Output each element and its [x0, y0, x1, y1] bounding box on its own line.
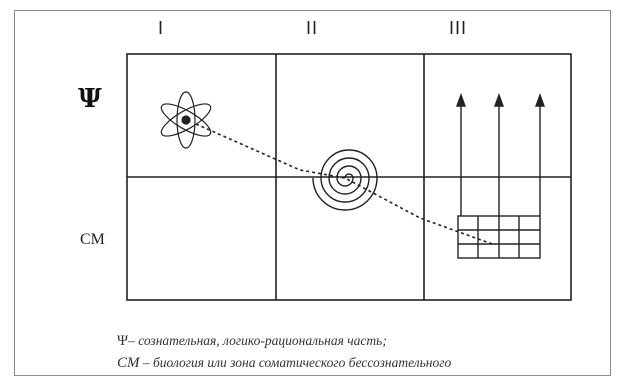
- upward-arrows: [457, 95, 544, 216]
- arrow-left-head: [457, 95, 465, 106]
- legend-cm-symbol: CM: [117, 355, 140, 371]
- spiral-icon: [313, 150, 377, 210]
- arrow-middle-head: [495, 95, 503, 106]
- legend-line-cm: CM – биология или зона соматического бес…: [117, 352, 451, 374]
- legend: Ψ– сознательная, логико-рациональная час…: [117, 330, 451, 374]
- atom-icon: [157, 92, 214, 148]
- legend-psi-dash: –: [128, 333, 135, 348]
- dotted-trajectory: [196, 124, 495, 245]
- legend-psi-symbol: Ψ: [117, 333, 128, 349]
- grid-lines: [127, 54, 571, 300]
- legend-line-psi: Ψ– сознательная, логико-рациональная час…: [117, 330, 451, 352]
- arrow-right-head: [536, 95, 544, 106]
- grid-block-icon: [458, 216, 540, 258]
- legend-cm-dash: –: [143, 355, 150, 370]
- legend-cm-text: биология или зона соматического бессозна…: [153, 355, 451, 370]
- legend-psi-text: сознательная, логико-рациональная часть;: [138, 333, 387, 348]
